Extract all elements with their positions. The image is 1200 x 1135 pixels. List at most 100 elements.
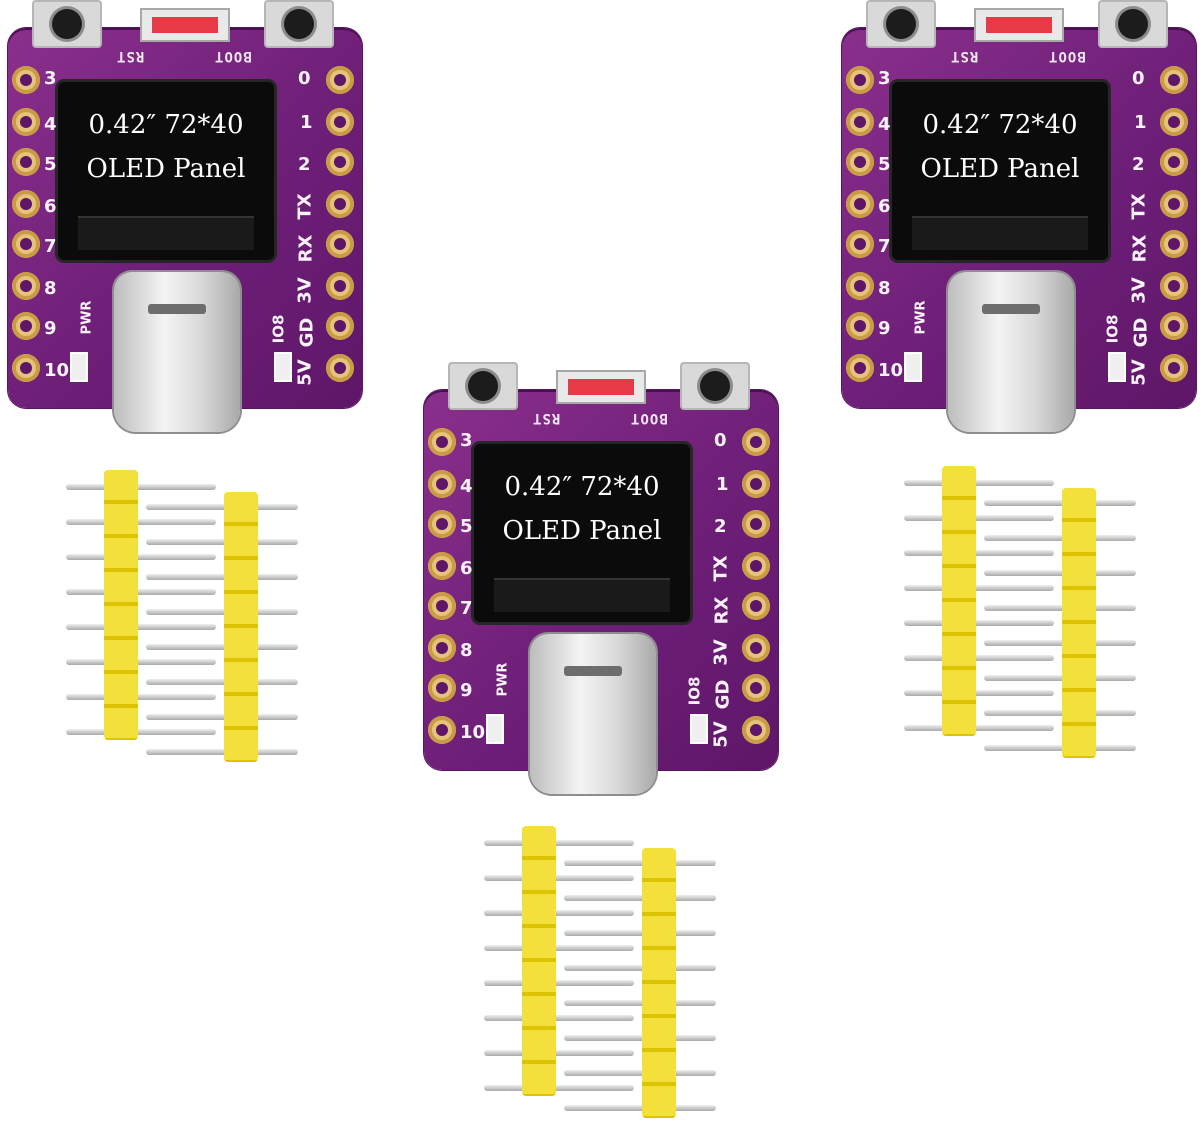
right-label-1: 1 xyxy=(716,474,729,495)
header-pin xyxy=(484,945,634,951)
header-pin xyxy=(66,694,216,700)
header-pin xyxy=(66,589,216,595)
pin-hole xyxy=(428,716,456,744)
pin-num-8: 8 xyxy=(44,278,57,299)
oled-line-1: 0.42″ 72*40 xyxy=(922,110,1078,140)
pin-hole xyxy=(1160,190,1188,218)
button-cap xyxy=(468,371,498,401)
right-label-rx: RX xyxy=(711,596,733,625)
pin-hole xyxy=(846,230,874,258)
pin-hole xyxy=(428,510,456,538)
pin-num-7: 7 xyxy=(44,236,57,257)
right-label-1: 1 xyxy=(1134,112,1147,133)
smd-led-pad xyxy=(904,352,922,382)
header-pin xyxy=(564,1105,716,1111)
pin-num-5: 5 xyxy=(44,154,57,175)
pin-hole xyxy=(742,428,770,456)
pin-hole xyxy=(12,312,40,340)
right-label-5v: 5V xyxy=(710,721,732,748)
pin-hole xyxy=(428,592,456,620)
header-pin xyxy=(146,749,298,755)
header-pin xyxy=(66,554,216,560)
right-label-3v: 3V xyxy=(294,277,316,304)
header-strip xyxy=(224,492,258,762)
right-label-gd: GD xyxy=(1130,317,1152,348)
pin-hole xyxy=(326,354,354,382)
header-pin xyxy=(904,480,1054,486)
header-pin xyxy=(984,535,1136,541)
pin-num-9: 9 xyxy=(460,680,473,701)
pin-hole xyxy=(326,190,354,218)
header-pin xyxy=(904,515,1054,521)
pin-hole xyxy=(326,148,354,176)
right-label-gd: GD xyxy=(296,317,318,348)
oled-panel: 0.42″ 72*40 OLED Panel xyxy=(474,444,690,622)
rst-button xyxy=(448,362,518,410)
header-pin xyxy=(146,644,298,650)
right-label-gd: GD xyxy=(712,679,734,710)
pin-hole xyxy=(1160,312,1188,340)
pin-hole xyxy=(12,190,40,218)
pin-hole xyxy=(1160,66,1188,94)
pin-num-6: 6 xyxy=(460,558,473,579)
oled-line-1: 0.42″ 72*40 xyxy=(504,472,660,502)
header-pin xyxy=(146,539,298,545)
header-pin xyxy=(904,550,1054,556)
pin-hole xyxy=(12,148,40,176)
right-label-tx: TX xyxy=(710,555,732,582)
pin-hole xyxy=(742,510,770,538)
pin-hole xyxy=(326,272,354,300)
right-label-2: 2 xyxy=(1132,154,1145,175)
header-pin xyxy=(146,609,298,615)
right-label-tx: TX xyxy=(1128,193,1150,220)
right-label-0: 0 xyxy=(714,430,727,451)
header-pin xyxy=(564,860,716,866)
pin-hole xyxy=(12,354,40,382)
right-label-2: 2 xyxy=(714,516,727,537)
pin-hole xyxy=(1160,230,1188,258)
pwr-label: PWR xyxy=(79,300,95,335)
oled-line-2: OLED Panel xyxy=(502,516,662,546)
right-label-3v: 3V xyxy=(1128,277,1150,304)
pin-num-6: 6 xyxy=(878,196,891,217)
smd-led-pad xyxy=(690,714,708,744)
header-pin xyxy=(66,729,216,735)
usb-slot xyxy=(982,304,1040,314)
pin-hole xyxy=(428,634,456,662)
pin-num-9: 9 xyxy=(44,318,57,339)
pin-hole xyxy=(742,592,770,620)
header-pin xyxy=(904,725,1054,731)
header-strip xyxy=(522,826,556,1096)
pin-header-set-2 xyxy=(900,466,1140,766)
boot-label: BOOT xyxy=(1048,48,1086,64)
pin-hole xyxy=(326,66,354,94)
header-pin xyxy=(564,1000,716,1006)
header-pin xyxy=(984,605,1136,611)
header-pin xyxy=(904,690,1054,696)
pin-hole xyxy=(1160,108,1188,136)
led-red xyxy=(986,17,1052,33)
header-pin xyxy=(484,875,634,881)
pin-hole xyxy=(12,66,40,94)
header-pin xyxy=(484,1085,634,1091)
header-pin xyxy=(146,679,298,685)
pin-hole xyxy=(12,108,40,136)
header-strip xyxy=(104,470,138,740)
usb-c-port xyxy=(530,634,656,794)
button-cap xyxy=(52,9,82,39)
pin-hole xyxy=(1160,354,1188,382)
led-red xyxy=(568,379,634,395)
pin-num-8: 8 xyxy=(878,278,891,299)
pin-num-5: 5 xyxy=(460,516,473,537)
pin-hole xyxy=(846,312,874,340)
header-pin xyxy=(66,659,216,665)
io8-label: IO8 xyxy=(685,676,704,706)
right-label-rx: RX xyxy=(295,234,317,263)
header-pin xyxy=(564,965,716,971)
usb-c-port xyxy=(948,272,1074,432)
oled-line-2: OLED Panel xyxy=(86,154,246,184)
header-pin xyxy=(564,1035,716,1041)
pin-hole xyxy=(428,552,456,580)
pin-num-4: 4 xyxy=(878,114,891,135)
header-pin xyxy=(564,930,716,936)
